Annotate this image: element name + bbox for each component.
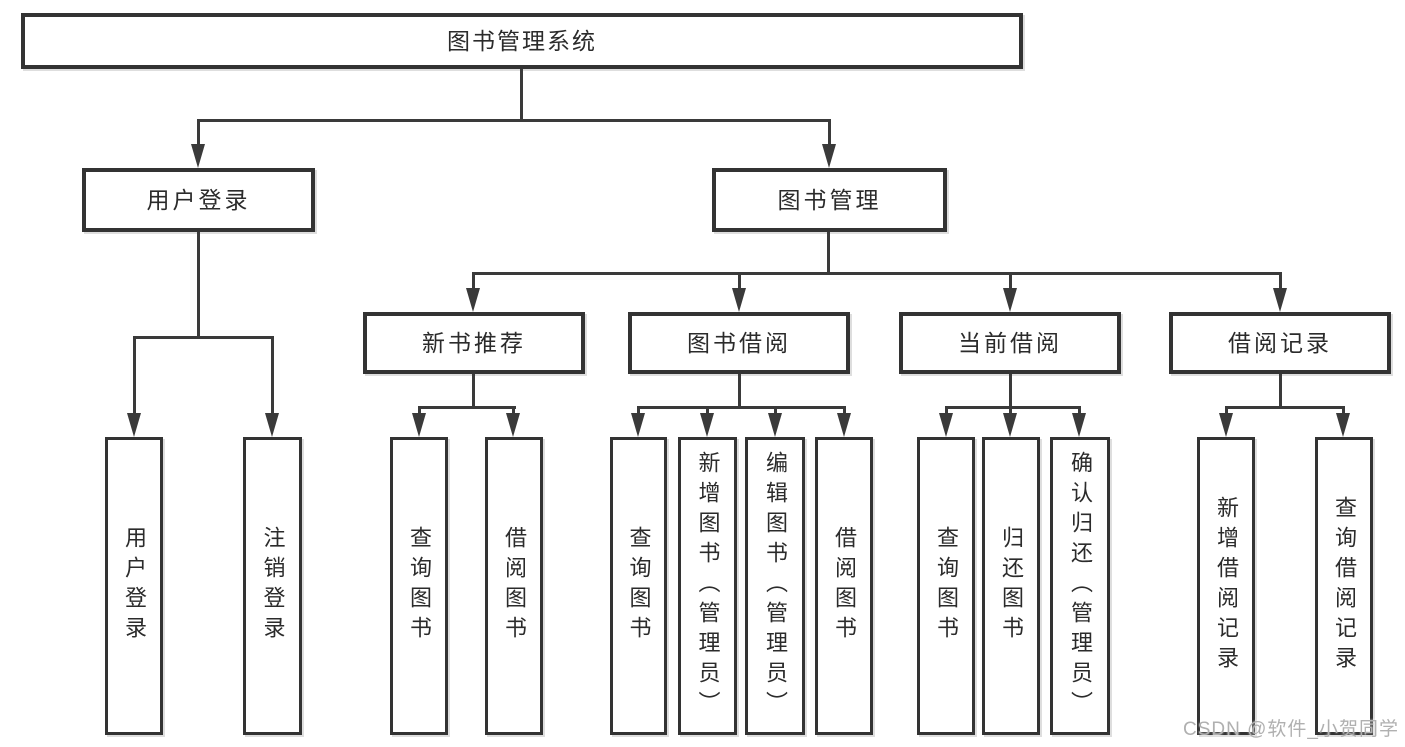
arrow-down-icon xyxy=(1273,288,1287,312)
connector-line xyxy=(1225,406,1345,409)
leaf-borrow-books-label: 借阅图书 xyxy=(832,526,857,646)
connector-line xyxy=(418,406,516,409)
node-user-login-label: 用户登录 xyxy=(146,186,251,213)
connector-line xyxy=(1009,275,1012,291)
arrow-down-icon xyxy=(412,413,426,437)
connector-line xyxy=(520,69,523,121)
arrow-down-icon xyxy=(466,288,480,312)
connector-line xyxy=(1342,406,1345,417)
leaf-borrow-books-recommend: 借阅图书 xyxy=(485,437,543,735)
leaf-query-books-current: 查询图书 xyxy=(917,437,975,735)
leaf-query-books-recommend-label: 查询图书 xyxy=(407,526,432,646)
connector-line xyxy=(637,406,846,409)
node-user-login: 用户登录 xyxy=(82,168,315,232)
leaf-query-books-recommend: 查询图书 xyxy=(390,437,448,735)
watermark: CSDN @软件_小贺同学 xyxy=(1183,719,1399,740)
connector-line xyxy=(197,122,200,148)
leaf-query-books-borrowing: 查询图书 xyxy=(610,437,667,735)
connector-line xyxy=(1279,374,1282,409)
node-book-management: 图书管理 xyxy=(712,168,947,232)
node-new-book-recommend: 新书推荐 xyxy=(363,312,585,374)
connector-line xyxy=(1279,275,1282,291)
leaf-edit-book-admin: 编辑图书（管理员） xyxy=(745,437,805,735)
arrow-down-icon xyxy=(732,288,746,312)
node-book-borrowing: 图书借阅 xyxy=(628,312,850,374)
leaf-return-book-label: 归还图书 xyxy=(999,526,1024,646)
node-borrowing-records: 借阅记录 xyxy=(1169,312,1391,374)
leaf-confirm-return-admin-label: 确认归还（管理员） xyxy=(1068,451,1093,721)
node-book-management-label: 图书管理 xyxy=(777,186,882,213)
connector-line xyxy=(472,374,475,409)
leaf-query-borrow-record-label: 查询借阅记录 xyxy=(1332,496,1357,676)
arrow-down-icon xyxy=(1072,413,1086,437)
arrow-down-icon xyxy=(506,413,520,437)
leaf-logout-label: 注销登录 xyxy=(260,526,286,646)
node-borrowing-records-label: 借阅记录 xyxy=(1228,329,1332,356)
connector-line xyxy=(738,374,741,409)
connector-line xyxy=(133,339,136,415)
arrow-down-icon xyxy=(191,144,205,168)
connector-line xyxy=(133,336,274,339)
leaf-query-books-borrowing-label: 查询图书 xyxy=(626,526,652,646)
connector-line xyxy=(197,119,831,122)
leaf-add-borrow-record: 新增借阅记录 xyxy=(1197,437,1255,735)
connector-line xyxy=(774,406,777,417)
connector-line xyxy=(828,122,831,148)
connector-line xyxy=(945,406,948,417)
leaf-query-borrow-record: 查询借阅记录 xyxy=(1315,437,1373,735)
connector-line xyxy=(738,275,741,291)
leaf-borrow-books: 借阅图书 xyxy=(815,437,873,735)
arrow-down-icon xyxy=(265,413,279,437)
connector-line xyxy=(1009,374,1012,409)
connector-line xyxy=(472,275,475,291)
connector-line xyxy=(706,406,709,417)
leaf-confirm-return-admin: 确认归还（管理员） xyxy=(1050,437,1110,735)
node-new-book-recommend-label: 新书推荐 xyxy=(422,329,526,356)
leaf-add-borrow-record-label: 新增借阅记录 xyxy=(1214,496,1239,676)
arrow-down-icon xyxy=(1003,288,1017,312)
arrow-down-icon xyxy=(837,413,851,437)
arrow-down-icon xyxy=(631,413,645,437)
arrow-down-icon xyxy=(939,413,953,437)
connector-line xyxy=(1009,406,1012,417)
leaf-return-book: 归还图书 xyxy=(982,437,1040,735)
connector-line xyxy=(1225,406,1228,417)
leaf-user-login-label: 用户登录 xyxy=(122,526,147,646)
node-root-label: 图书管理系统 xyxy=(447,27,597,54)
connector-line xyxy=(472,272,1282,275)
connector-line xyxy=(197,232,200,339)
leaf-add-book-admin: 新增图书（管理员） xyxy=(678,437,737,735)
node-book-borrowing-label: 图书借阅 xyxy=(687,329,791,356)
arrow-down-icon xyxy=(1336,413,1350,437)
arrow-down-icon xyxy=(1003,413,1017,437)
arrow-down-icon xyxy=(700,413,714,437)
leaf-query-books-current-label: 查询图书 xyxy=(934,526,959,646)
connector-line xyxy=(1078,406,1081,417)
connector-line xyxy=(637,406,640,417)
node-current-borrowing-label: 当前借阅 xyxy=(958,329,1062,356)
node-current-borrowing: 当前借阅 xyxy=(899,312,1121,374)
connector-line xyxy=(843,406,846,417)
connector-line xyxy=(945,406,1081,409)
arrow-down-icon xyxy=(127,413,141,437)
connector-line xyxy=(512,406,515,417)
leaf-edit-book-admin-label: 编辑图书（管理员） xyxy=(763,451,788,721)
leaf-logout: 注销登录 xyxy=(243,437,302,735)
connector-line xyxy=(827,232,830,275)
arrow-down-icon xyxy=(822,144,836,168)
arrow-down-icon xyxy=(1219,413,1233,437)
arrow-down-icon xyxy=(768,413,782,437)
connector-line xyxy=(418,406,421,417)
leaf-borrow-books-recommend-label: 借阅图书 xyxy=(502,526,527,646)
connector-line xyxy=(271,339,274,415)
leaf-user-login: 用户登录 xyxy=(105,437,163,735)
leaf-add-book-admin-label: 新增图书（管理员） xyxy=(695,451,721,721)
node-root: 图书管理系统 xyxy=(21,13,1023,69)
